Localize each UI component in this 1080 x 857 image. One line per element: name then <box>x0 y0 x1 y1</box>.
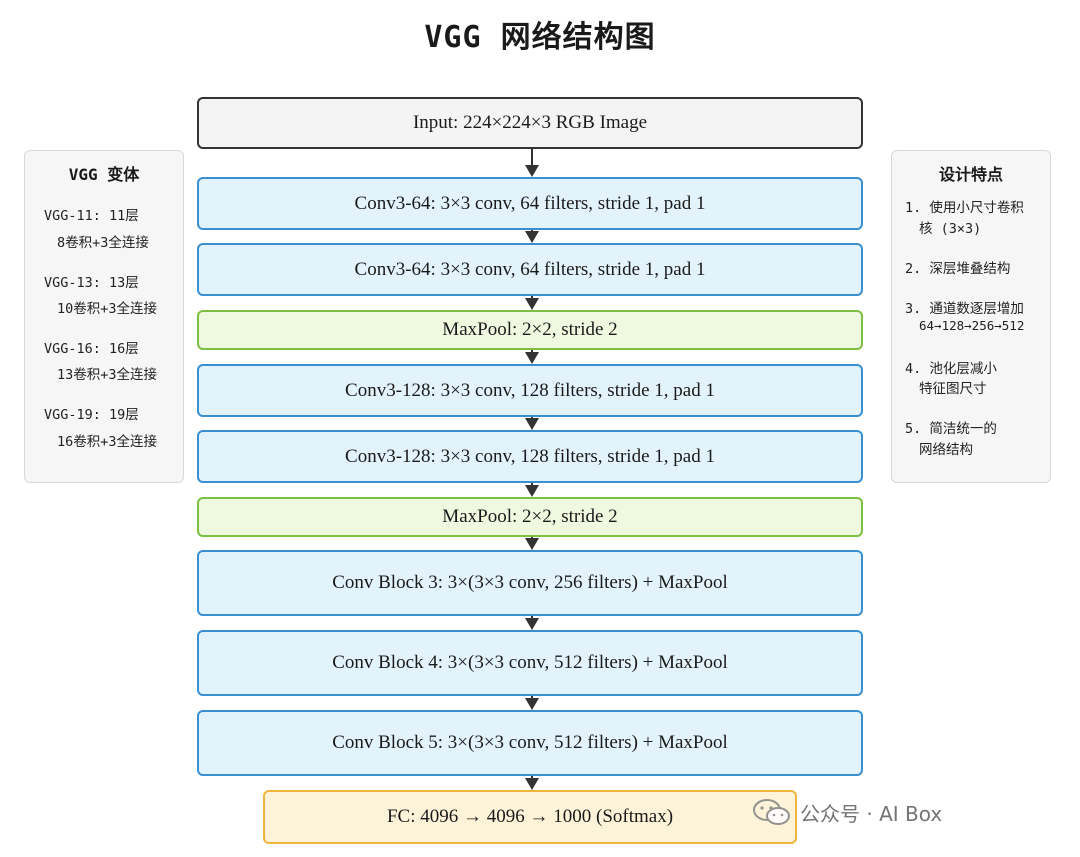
layer-label: Conv3-128: 3×3 conv, 128 filters, stride… <box>345 379 715 401</box>
variant-detail: 8卷积+3全连接 <box>57 235 149 251</box>
feature-line: 核 (3×3) <box>919 221 982 237</box>
layer-label: Conv Block 3: 3×(3×3 conv, 256 filters) … <box>332 572 728 593</box>
arrow-down-icon <box>524 616 540 630</box>
feature-line: 2. 深层堆叠结构 <box>905 261 1011 277</box>
variant-detail: 16卷积+3全连接 <box>57 434 158 450</box>
feature-line: 5. 简洁统一的 <box>905 421 997 437</box>
watermark-text: 公众号 · AI Box <box>800 801 943 826</box>
variant-detail: 10卷积+3全连接 <box>57 301 158 317</box>
layer-label: Conv3-128: 3×3 conv, 128 filters, stride… <box>345 445 715 467</box>
variant-name: VGG-11: 11层 <box>44 208 139 224</box>
layer-maxpool-2: MaxPool: 2×2, stride 2 <box>197 497 863 537</box>
layer-conv-block-4: Conv Block 4: 3×(3×3 conv, 512 filters) … <box>197 630 863 696</box>
layer-label: Conv Block 4: 3×(3×3 conv, 512 filters) … <box>332 652 728 673</box>
feature-line: 3. 通道数逐层增加 <box>905 301 1024 317</box>
features-panel: 设计特点 1. 使用小尺寸卷积 核 (3×3) 2. 深层堆叠结构 3. 通道数… <box>891 150 1051 483</box>
layer-label: Conv3-64: 3×3 conv, 64 filters, stride 1… <box>354 258 706 280</box>
arrow-down-icon <box>524 230 540 243</box>
layer-label: Input: 224×224×3 RGB Image <box>412 112 648 133</box>
arrow-down-icon <box>524 696 540 710</box>
variant-name: VGG-13: 13层 <box>44 275 139 291</box>
arrow-down-icon <box>524 776 540 790</box>
arrow-down-icon <box>524 483 540 497</box>
watermark: 公众号 · AI Box <box>752 792 942 832</box>
layer-fc: FC: 4096 → 4096 → 1000 (Softmax) <box>263 790 797 844</box>
layer-conv3-128-b: Conv3-128: 3×3 conv, 128 filters, stride… <box>197 430 863 483</box>
layer-conv-block-5: Conv Block 5: 3×(3×3 conv, 512 filters) … <box>197 710 863 776</box>
arrow-down-icon <box>524 417 540 430</box>
variant-detail: 13卷积+3全连接 <box>57 367 158 383</box>
diagram-title: VGG 网络结构图 <box>424 20 656 55</box>
layer-label: Conv3-64: 3×3 conv, 64 filters, stride 1… <box>354 192 706 214</box>
arrow-down-icon <box>524 350 540 364</box>
variants-panel-title: VGG 变体 <box>68 165 140 184</box>
feature-line: 64→128→256→512 <box>919 318 1025 333</box>
layer-input: Input: 224×224×3 RGB Image <box>197 97 863 149</box>
feature-line: 4. 池化层减小 <box>905 361 997 377</box>
layer-conv3-64-b: Conv3-64: 3×3 conv, 64 filters, stride 1… <box>197 243 863 296</box>
variant-name: VGG-16: 16层 <box>44 341 139 357</box>
variants-panel: VGG 变体 VGG-11: 11层 8卷积+3全连接 VGG-13: 13层 … <box>24 150 184 483</box>
feature-line: 1. 使用小尺寸卷积 <box>905 200 1024 216</box>
layer-conv3-128-a: Conv3-128: 3×3 conv, 128 filters, stride… <box>197 364 863 417</box>
layer-label: FC: 4096 → 4096 → 1000 (Softmax) <box>386 806 674 827</box>
feature-line: 特征图尺寸 <box>919 381 987 397</box>
arrow-down-icon <box>524 296 540 310</box>
feature-line: 网络结构 <box>919 442 973 458</box>
layer-conv-block-3: Conv Block 3: 3×(3×3 conv, 256 filters) … <box>197 550 863 616</box>
layer-maxpool-1: MaxPool: 2×2, stride 2 <box>197 310 863 350</box>
layer-label: MaxPool: 2×2, stride 2 <box>442 506 618 527</box>
arrow-down-icon <box>524 149 540 177</box>
layer-conv3-64-a: Conv3-64: 3×3 conv, 64 filters, stride 1… <box>197 177 863 230</box>
layer-label: Conv Block 5: 3×(3×3 conv, 512 filters) … <box>332 732 728 753</box>
arrow-down-icon <box>524 537 540 550</box>
layer-label: MaxPool: 2×2, stride 2 <box>442 319 618 340</box>
variant-name: VGG-19: 19层 <box>44 407 139 423</box>
wechat-icon <box>753 799 790 825</box>
features-panel-title: 设计特点 <box>938 165 1003 184</box>
